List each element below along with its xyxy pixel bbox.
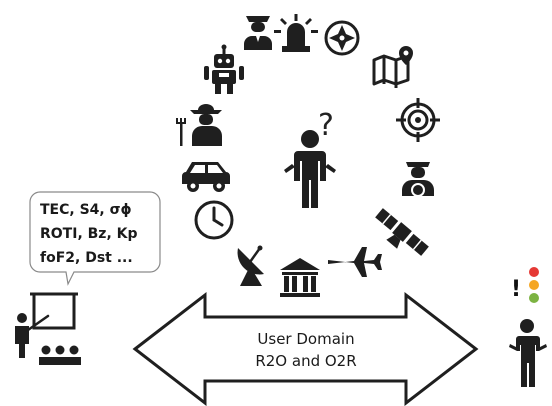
bubble-line-3: foF2, Dst ... (40, 250, 133, 266)
ship-captain-icon (402, 162, 434, 197)
question-mark: ? (318, 108, 334, 143)
target-icon (396, 98, 440, 142)
airplane-icon (328, 247, 382, 277)
satellite-icon (375, 208, 429, 256)
pilot-icon (244, 16, 272, 50)
center-person-icon (284, 130, 336, 208)
radar-dish-icon (237, 245, 264, 286)
bank-icon (280, 258, 320, 297)
right-user-icon (509, 319, 547, 387)
arrow-label-line-2: R2O and O2R (255, 352, 356, 370)
alert-exclamation: ! (511, 277, 521, 302)
map-icon (372, 46, 413, 88)
farmer-icon (176, 104, 222, 146)
car-icon (182, 162, 230, 192)
presenter-board-icon (15, 292, 81, 365)
bubble-line-2: ROTI, Bz, Kp (40, 226, 138, 242)
arrow-label-line-1: User Domain (257, 330, 354, 348)
compass-icon (324, 20, 360, 56)
robot-icon (204, 44, 244, 94)
parameter-speech-bubble: TEC, S4, σϕ ROTI, Bz, Kp foF2, Dst ... (29, 191, 161, 286)
bubble-line-1: TEC, S4, σϕ (40, 202, 132, 218)
clock-icon (194, 200, 234, 240)
traffic-light-icon (529, 267, 539, 303)
user-domain-double-arrow: User Domain R2O and O2R (132, 291, 479, 406)
siren-icon (274, 14, 318, 52)
